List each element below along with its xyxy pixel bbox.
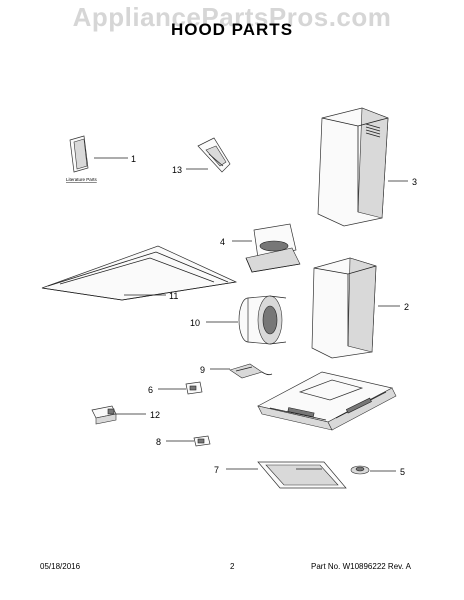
callout-13: 13 [172, 165, 182, 175]
part-2-lower-chimney[interactable] [311, 257, 377, 359]
callout-6: 6 [148, 385, 153, 395]
part-8-bracket[interactable] [193, 435, 211, 447]
callout-1: 1 [131, 154, 136, 164]
watermark: AppliancePartsPros.com [72, 2, 392, 32]
part-11-canopy-glass[interactable] [41, 245, 238, 301]
callout-3: 3 [412, 177, 417, 187]
footer-page-number: 2 [230, 562, 235, 571]
callout-4: 4 [220, 237, 225, 247]
part-7-grease-filter[interactable] [257, 461, 347, 489]
callout-2: 2 [404, 302, 409, 312]
vent-slots [365, 123, 381, 138]
part-12-control-module[interactable] [91, 405, 117, 425]
callout-12: 12 [150, 410, 160, 420]
part-13-hardware-bag[interactable] [197, 137, 231, 173]
footer-date: 05/18/2016 [40, 562, 81, 571]
part-5-light-lens[interactable] [350, 465, 370, 475]
hood-body [257, 371, 397, 431]
callout-8: 8 [156, 437, 161, 447]
part-6-switch[interactable] [185, 381, 203, 395]
callout-5: 5 [400, 467, 405, 477]
part-1-literature[interactable]: Literature Parts [66, 135, 98, 182]
callout-11: 11 [169, 291, 178, 301]
part-9-light-assembly[interactable] [229, 363, 273, 379]
callout-7: 7 [214, 465, 219, 475]
part-3-upper-chimney[interactable] [317, 107, 389, 227]
literature-parts-label: Literature Parts [66, 177, 98, 182]
page-title: HOOD PARTS [170, 20, 294, 39]
footer-part-number: Part No. W10896222 Rev. A [311, 562, 411, 571]
callout-9: 9 [200, 365, 205, 375]
part-4-blower-housing[interactable] [245, 223, 301, 273]
callout-10: 10 [190, 318, 200, 328]
part-10-blower-wheel[interactable] [238, 295, 287, 345]
